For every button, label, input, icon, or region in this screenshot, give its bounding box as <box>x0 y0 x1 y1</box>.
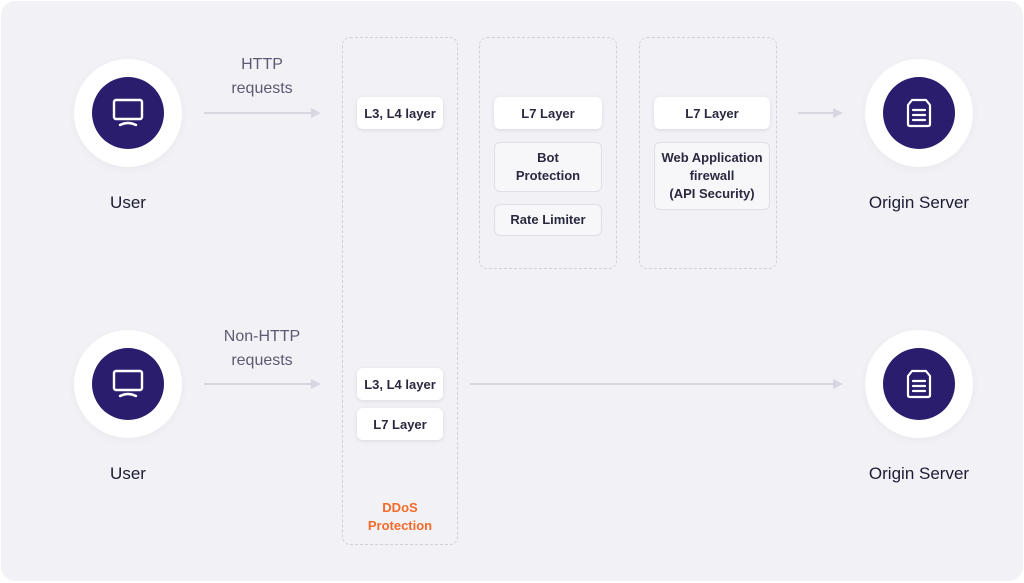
non-http-requests-line2: requests <box>231 352 293 369</box>
origin-server-node-top <box>865 59 973 167</box>
bot-protection-group <box>479 37 617 269</box>
origin-server-node-top-core <box>883 77 955 149</box>
monitor-icon <box>112 369 144 398</box>
non-http-requests-line1: Non-HTTP <box>223 328 301 345</box>
server-icon <box>906 369 932 399</box>
bot-group-l7-chip: L7 Layer <box>494 97 602 129</box>
ddos-l3-l4-chip-top: L3, L4 layer <box>357 97 443 129</box>
ddos-l7-chip-bottom: L7 Layer <box>357 408 443 440</box>
waf-line3: (API Security) <box>669 186 755 201</box>
ddos-l3-l4-chip-bottom: L3, L4 layer <box>357 368 443 400</box>
user-label-top: User <box>110 193 146 212</box>
ddos-protection-group <box>342 37 458 545</box>
rate-limiter-chip: Rate Limiter <box>494 204 602 236</box>
waf-group <box>639 37 777 269</box>
bot-protection-line2: Protection <box>515 168 581 183</box>
ddos-protection-line2: Protection <box>367 518 433 533</box>
monitor-icon <box>112 98 144 127</box>
http-requests-line2: requests <box>231 80 293 97</box>
bot-protection-line1: Bot <box>537 150 559 165</box>
origin-server-node-bottom-core <box>883 348 955 420</box>
user-node-top-core <box>92 77 164 149</box>
user-node-bottom <box>74 330 182 438</box>
non-http-requests-label: Non-HTTP requests <box>192 325 332 373</box>
waf-line2: firewall <box>689 168 735 183</box>
origin-server-label-bottom: Origin Server <box>868 464 970 483</box>
arrow-ddos-to-origin-bottom <box>470 379 844 389</box>
bot-protection-chip: Bot Protection <box>494 142 602 192</box>
arrow-waf-to-origin-top <box>798 108 844 118</box>
arrow-user-to-ddos-top <box>204 108 322 118</box>
ddos-protection-line1: DDoS <box>382 500 418 515</box>
waf-group-l7-chip: L7 Layer <box>654 97 770 129</box>
server-icon <box>906 98 932 128</box>
origin-server-node-bottom <box>865 330 973 438</box>
waf-chip: Web Application firewall (API Security) <box>654 142 770 210</box>
user-node-top <box>74 59 182 167</box>
arrow-user-to-ddos-bottom <box>204 379 322 389</box>
http-requests-line1: HTTP <box>241 56 283 73</box>
origin-server-label-top: Origin Server <box>868 193 970 212</box>
user-node-bottom-core <box>92 348 164 420</box>
http-requests-label: HTTP requests <box>192 53 332 101</box>
ddos-protection-label: DDoS Protection <box>343 499 457 535</box>
waf-line1: Web Application <box>661 150 763 165</box>
user-label-bottom: User <box>110 464 146 483</box>
